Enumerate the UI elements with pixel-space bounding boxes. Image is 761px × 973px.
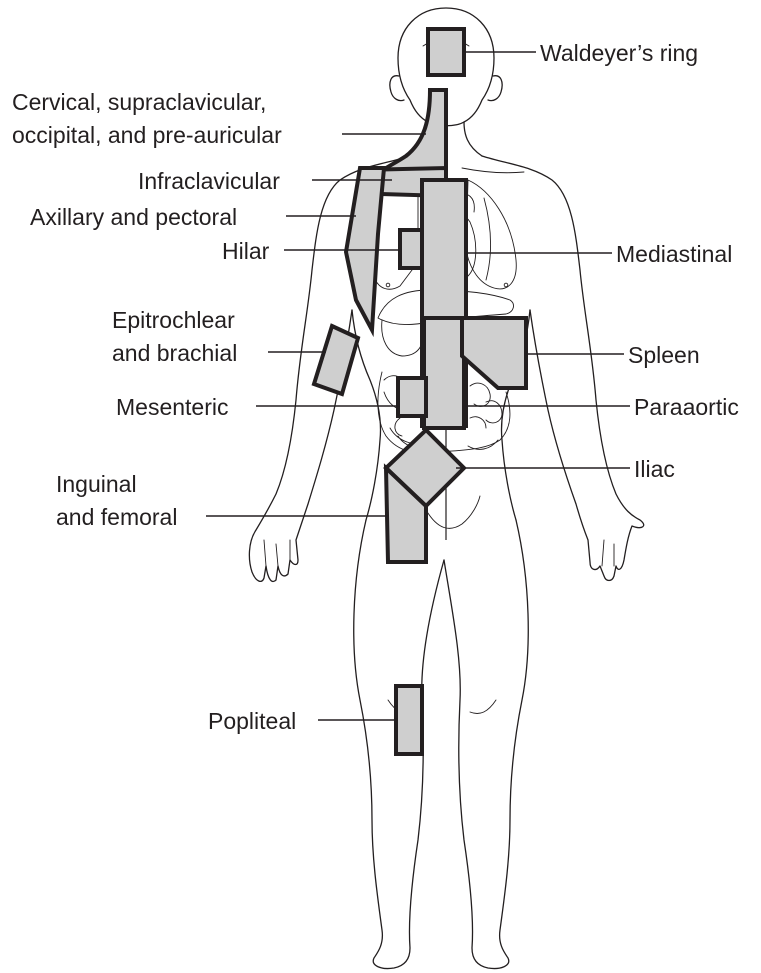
- label-mesenteric: Mesenteric: [116, 394, 228, 420]
- label-mediastinal: Mediastinal: [616, 241, 732, 267]
- region-axillary: [346, 168, 384, 330]
- label-spleen: Spleen: [628, 342, 700, 368]
- label-paraaortic: Paraaortic: [634, 394, 739, 420]
- label-axillary: Axillary and pectoral: [30, 204, 237, 230]
- label-infraclavicular: Infraclavicular: [138, 168, 280, 194]
- region-waldeyer: [428, 29, 464, 75]
- region-paraaortic: [424, 318, 464, 428]
- neck-right: [464, 122, 482, 156]
- region-spleen: [462, 318, 526, 388]
- label-cervical-line2: occipital, and pre-auricular: [12, 122, 282, 148]
- label-hilar: Hilar: [222, 238, 270, 264]
- right-knee-detail: [470, 700, 496, 714]
- right-leg-outline: [444, 520, 528, 969]
- left-ear: [390, 76, 404, 101]
- label-waldeyer: Waldeyer’s ring: [540, 40, 698, 66]
- labels: Waldeyer’s ring Cervical, supraclavicula…: [12, 40, 739, 734]
- label-epitrochlear-line2: and brachial: [112, 340, 237, 366]
- region-mesenteric: [398, 378, 426, 416]
- label-cervical-line1: Cervical, supraclavicular,: [12, 89, 266, 115]
- pelvis-line: [426, 496, 480, 528]
- label-epitrochlear-line1: Epitrochlear: [112, 307, 235, 333]
- lymph-node-regions: [314, 29, 526, 754]
- right-nipple: [504, 283, 508, 287]
- right-ear: [488, 76, 502, 101]
- left-hand-fingers: [264, 540, 290, 566]
- left-nipple: [386, 283, 390, 287]
- right-clavicle: [462, 168, 524, 173]
- label-inguinal-line2: and femoral: [56, 504, 177, 530]
- label-inguinal-line1: Inguinal: [56, 471, 137, 497]
- region-popliteal: [396, 686, 422, 754]
- label-popliteal: Popliteal: [208, 708, 296, 734]
- right-hand-fingers: [602, 540, 614, 566]
- region-epitrochlear: [314, 326, 358, 394]
- label-iliac: Iliac: [634, 456, 675, 482]
